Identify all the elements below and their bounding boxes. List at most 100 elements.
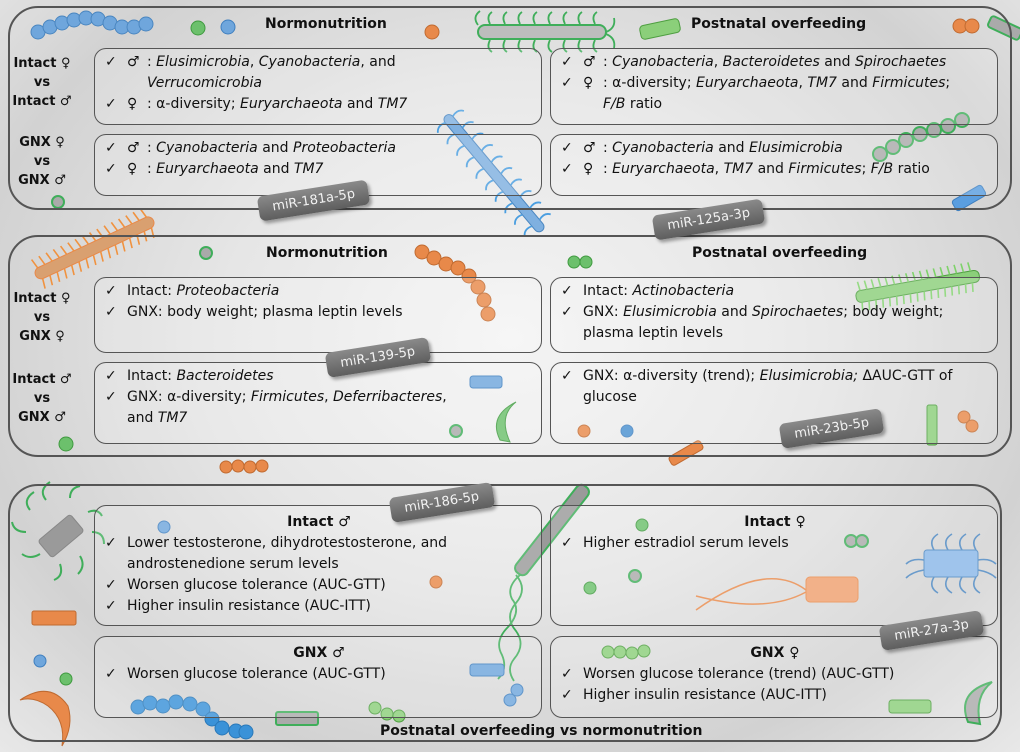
finding-item: ✓♀: Euryarchaeota, TM7 and Firmicutes; F…: [561, 159, 989, 180]
check-icon: ✓: [105, 389, 117, 405]
gnx-female-title: GNX ♀: [750, 645, 800, 661]
check-icon: ✓: [561, 687, 573, 703]
green-coccus-chain-icon: [872, 112, 970, 162]
blue-coccus-icon: [620, 424, 634, 438]
blue-rod-icon: [469, 375, 503, 389]
blue-coccus-icon: [220, 19, 236, 35]
orange-flagellated-rod-icon: [695, 576, 859, 611]
female-icon: ♀: [127, 96, 138, 112]
finding-item: ✓GNX: Elusimicrobia and Spirochaetes; bo…: [561, 302, 989, 323]
female-icon: ♀: [583, 161, 594, 177]
finding-item: ✓Intact: Actinobacteria: [561, 281, 989, 302]
gnx-male-title: GNX ♂: [293, 645, 345, 661]
green-rod-icon: [639, 18, 681, 40]
check-icon: ✓: [105, 368, 117, 384]
section2-row2-label: Intact ♂ vs GNX ♂: [12, 372, 72, 425]
intact-male-title: Intact ♂: [287, 514, 351, 530]
female-icon: ♀: [127, 161, 138, 177]
finding-item: ✓♂: Cyanobacteria and Elusimicrobia: [561, 138, 989, 159]
check-icon: ✓: [561, 283, 573, 299]
finding-item: ✓♂: Cyanobacteria and Proteobacteria: [105, 138, 533, 159]
section2-overfeed-female-box: ✓Intact: Actinobacteria ✓GNX: Elusimicro…: [550, 277, 998, 353]
green-coccus-icon: [58, 436, 74, 452]
section2-heading-postnatal-overfeeding: Postnatal overfeeding: [692, 245, 868, 261]
section1-normo-sex-gnx-box: ✓♂: Cyanobacteria and Proteobacteria ✓♀:…: [94, 134, 542, 196]
check-icon: ✓: [105, 577, 117, 593]
blue-coccus-icon: [157, 520, 171, 534]
green-coccus-icon: [190, 20, 206, 36]
section1-overfeed-sex-intact-box: ✓♂: Cyanobacteria, Bacteroidetes and Spi…: [550, 48, 998, 125]
check-icon: ✓: [561, 161, 573, 177]
green-spirochete-icon: [497, 483, 590, 682]
intact-male-box: Intact ♂ ✓Lower testosterone, dihydrotes…: [94, 505, 542, 626]
finding-item: ✓Worsen glucose tolerance (AUC-GTT): [105, 664, 533, 685]
orange-rod-icon: [31, 610, 77, 626]
blue-peritrichous-bacterium-icon: [905, 533, 997, 594]
blue-rod-icon: [469, 663, 505, 677]
orange-coccus-chain-icon: [219, 459, 269, 474]
check-icon: ✓: [105, 283, 117, 299]
gnx-male-box: GNX ♂ ✓Worsen glucose tolerance (AUC-GTT…: [94, 636, 542, 718]
check-icon: ✓: [105, 304, 117, 320]
green-outline-rod-icon: [275, 711, 319, 726]
check-icon: ✓: [561, 666, 573, 682]
check-icon: ✓: [561, 75, 573, 91]
orange-diplococcus-icon: [952, 18, 980, 34]
section2-normo-male-box: ✓Intact: Bacteroidetes ✓GNX: α-diversity…: [94, 362, 542, 444]
green-coccus-icon: [628, 569, 642, 583]
check-icon: ✓: [105, 535, 117, 551]
finding-item: ✓Higher estradiol serum levels: [561, 533, 989, 554]
orange-coccus-icon: [429, 575, 443, 589]
section1-heading-postnatal-overfeeding: Postnatal overfeeding: [691, 16, 867, 32]
section2-normo-female-box: ✓Intact: Proteobacteria ✓GNX: body weigh…: [94, 277, 542, 353]
check-icon: ✓: [561, 535, 573, 551]
section3-footer-title: Postnatal overfeeding vs normonutrition: [380, 723, 703, 739]
finding-item: ✓Intact: Proteobacteria: [105, 281, 533, 302]
check-icon: ✓: [561, 304, 573, 320]
finding-item: ✓Higher insulin resistance (AUC-ITT): [105, 596, 533, 617]
check-icon: ✓: [105, 666, 117, 682]
section1-row1-label: Intact ♀ vs Intact ♂: [12, 56, 72, 109]
section2-heading-normonutrition: Normonutrition: [266, 245, 388, 261]
blue-coccus-icon: [33, 654, 47, 668]
male-icon: ♂: [583, 140, 596, 156]
orange-coccus-chain-icon: [414, 244, 496, 322]
green-rod-icon: [926, 404, 938, 446]
section-gonadectomy-comparison-panel: [8, 235, 1012, 457]
finding-item: ✓♀: Euryarchaeota and TM7: [105, 159, 533, 180]
section2-row1-label: Intact ♀ vs GNX ♀: [13, 291, 71, 344]
blue-coccus-chain-icon: [130, 694, 254, 740]
green-crescent-icon: [496, 401, 517, 443]
green-rod-icon: [888, 699, 932, 714]
green-coccus-icon: [449, 424, 463, 438]
gnx-female-box: GNX ♀ ✓Worsen glucose tolerance (trend) …: [550, 636, 998, 718]
check-icon: ✓: [105, 54, 117, 70]
green-diplococcus-icon: [567, 255, 593, 269]
finding-item: ✓♀: α-diversity; Euryarchaeota, TM7 and …: [561, 73, 989, 94]
check-icon: ✓: [561, 140, 573, 156]
finding-item: ✓GNX: body weight; plasma leptin levels: [105, 302, 533, 323]
green-coccus-icon: [635, 518, 649, 532]
section-overfeeding-effects-panel: [8, 484, 1002, 742]
blue-diplococcus-icon: [503, 683, 524, 707]
finding-item: ✓GNX: α-diversity; Firmicutes, Deferriba…: [105, 387, 533, 408]
check-icon: ✓: [561, 368, 573, 384]
section2-overfeed-male-box: ✓GNX: α-diversity (trend); Elusimicrobia…: [550, 362, 998, 444]
green-coccus-chain-icon: [601, 644, 651, 660]
finding-item: ✓Worsen glucose tolerance (AUC-GTT): [105, 575, 533, 596]
male-icon: ♂: [127, 54, 140, 70]
section1-overfeed-sex-gnx-box: ✓♂: Cyanobacteria and Elusimicrobia ✓♀: …: [550, 134, 998, 196]
green-flagellated-rod-icon: [474, 10, 616, 53]
female-icon: ♀: [583, 75, 594, 91]
finding-item: ✓Intact: Bacteroidetes: [105, 366, 533, 387]
orange-coccus-icon: [577, 424, 591, 438]
finding-item: ✓♂: Elusimicrobia, Cyanobacteria, and: [105, 52, 533, 73]
finding-item: ✓♀: α-diversity; Euryarchaeota and TM7: [105, 94, 533, 115]
orange-coccus-icon: [424, 24, 440, 40]
green-coccus-icon: [59, 672, 73, 686]
intact-female-box: Intact ♀ ✓Higher estradiol serum levels: [550, 505, 998, 626]
orange-flagellated-rod-icon: [30, 208, 155, 289]
blue-coccus-chain-icon: [30, 10, 154, 40]
check-icon: ✓: [105, 598, 117, 614]
orange-rod-icon: [668, 440, 704, 466]
